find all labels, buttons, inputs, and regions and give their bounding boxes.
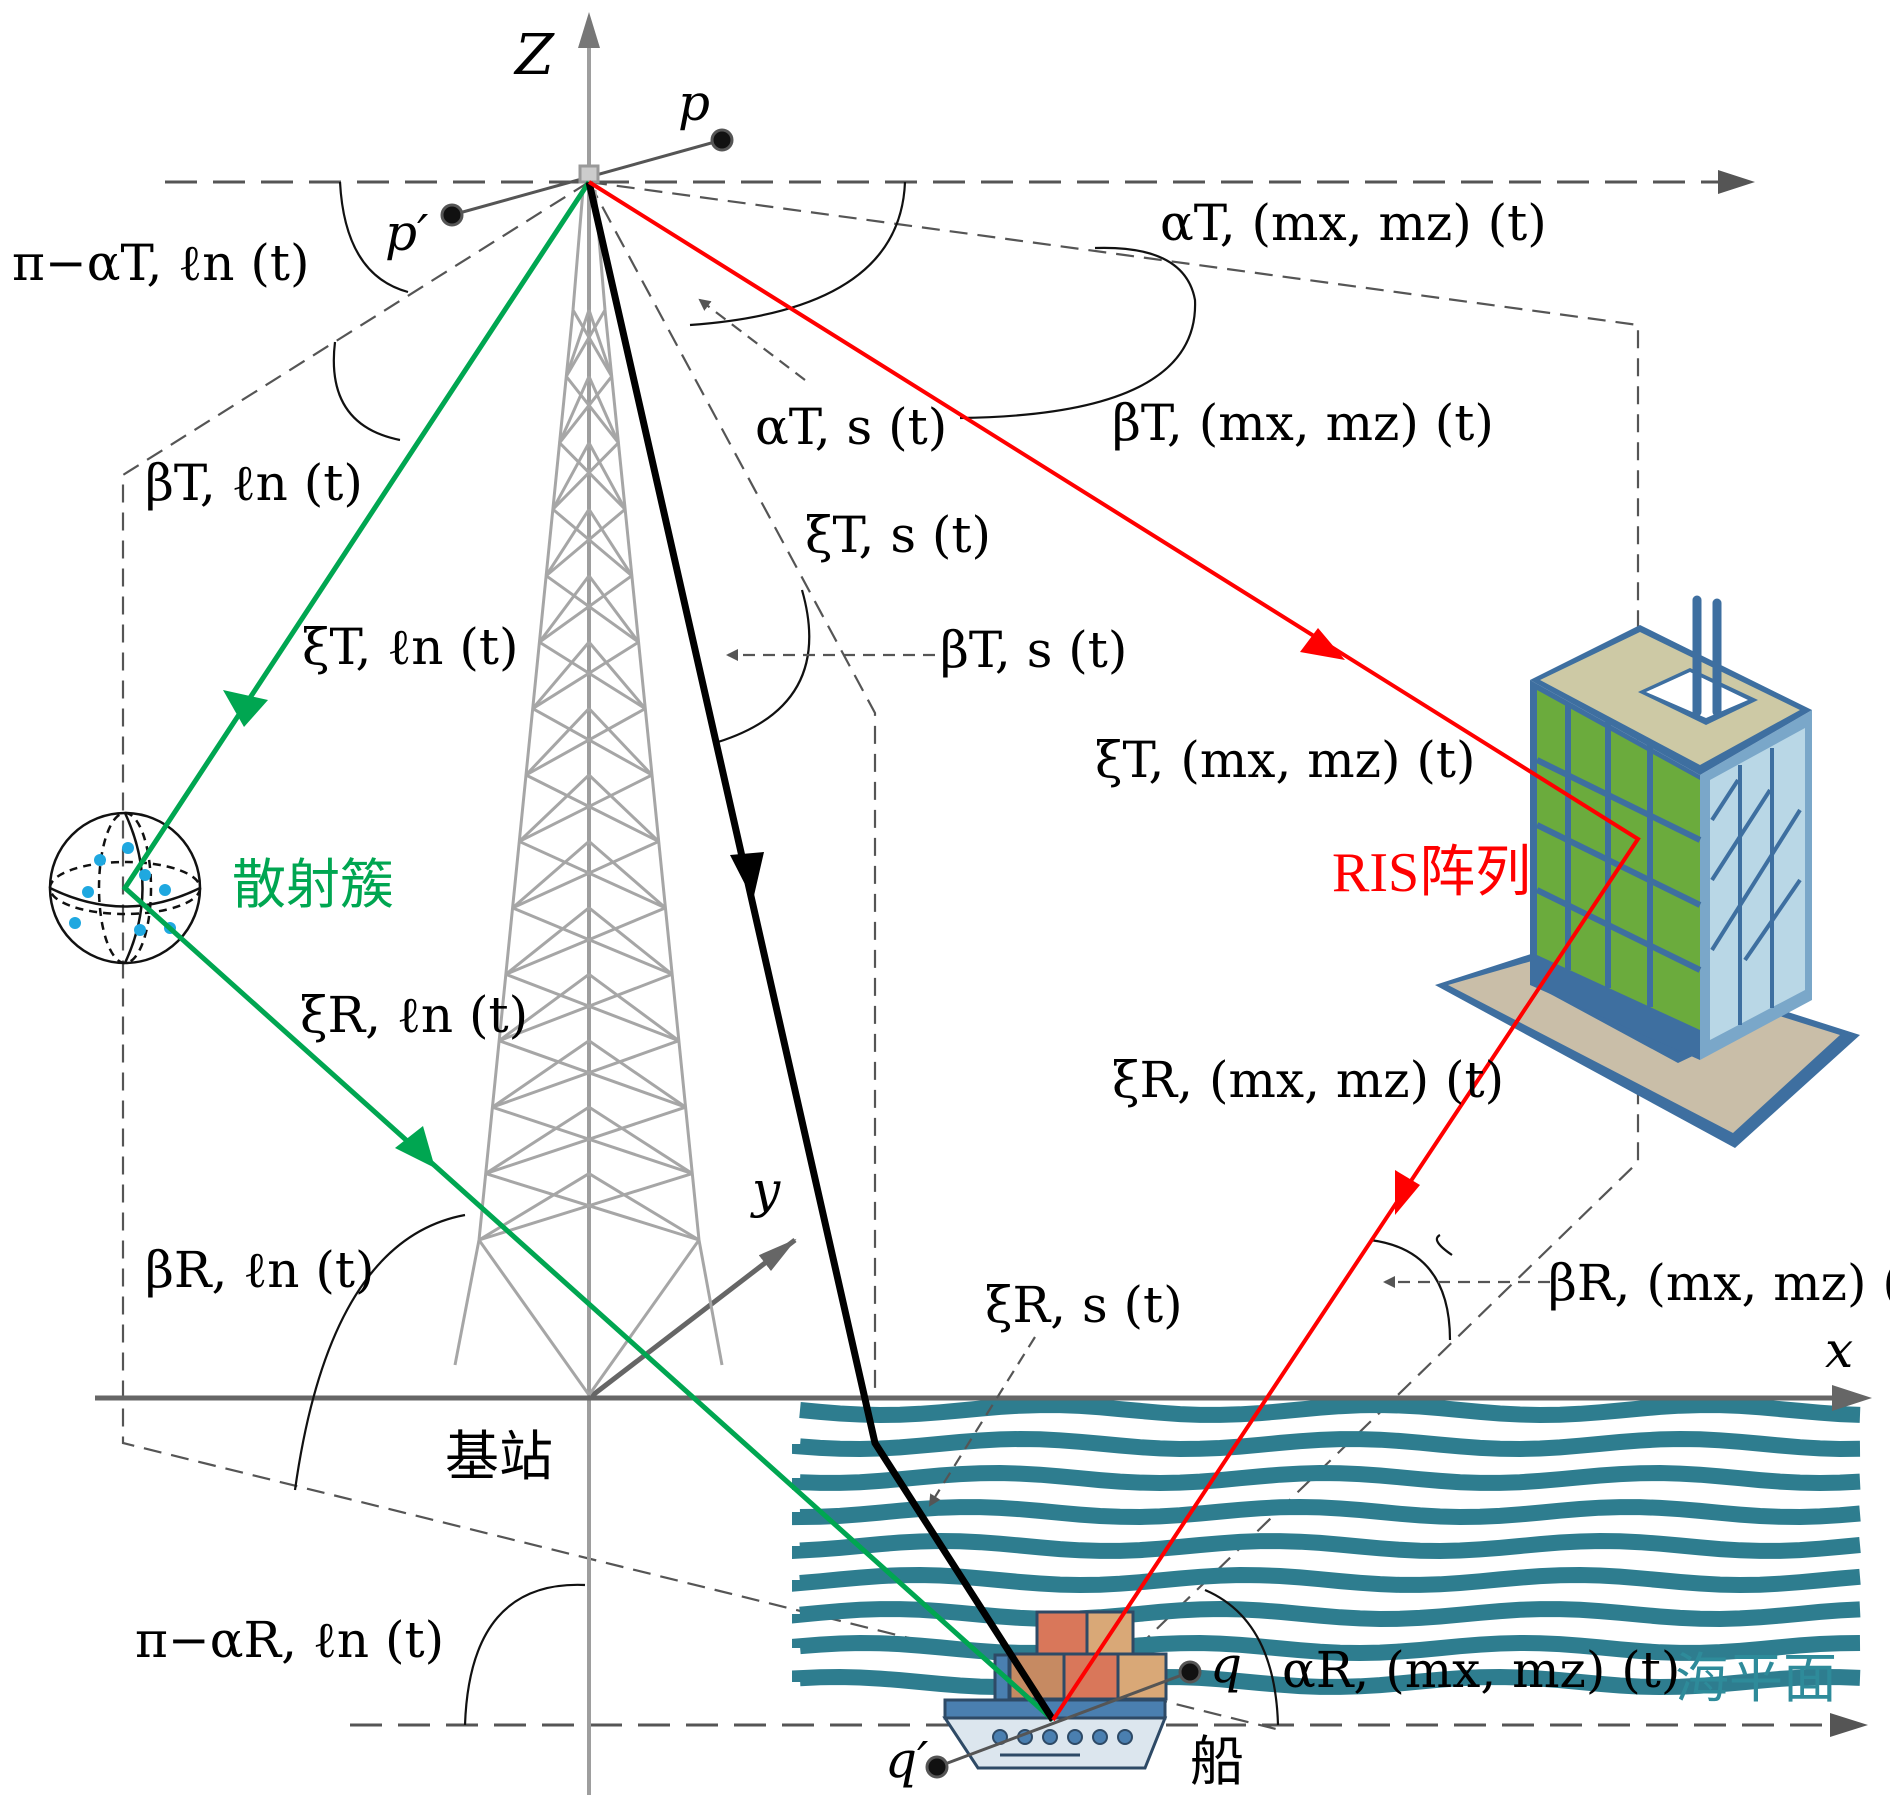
sea-wave bbox=[792, 1634, 1861, 1662]
point-q-prime-label: q′ bbox=[885, 1731, 929, 1789]
scatter-cluster-sphere bbox=[48, 811, 202, 965]
angle-beta-T-l: βT, ℓn (t) bbox=[145, 454, 363, 512]
angle-alpha-T-m: αT, (mx, mz) (t) bbox=[1160, 194, 1547, 252]
base-station-label: 基站 bbox=[445, 1425, 553, 1488]
ship-label: 船 bbox=[1190, 1730, 1244, 1793]
scatter-cluster-label: 散射簇 bbox=[232, 853, 394, 916]
sea-wave bbox=[792, 1600, 1861, 1628]
y-axis-label: y bbox=[752, 1161, 781, 1219]
dashed-reference-lines bbox=[121, 180, 1640, 1732]
sea-surface-label: 海平面 bbox=[1675, 1647, 1837, 1710]
angle-beta-R-m: βR, (mx, mz) (t) bbox=[1548, 1254, 1890, 1312]
sea-wave bbox=[792, 1498, 1861, 1526]
angle-pi-alpha-R-l: π−αR, ℓn (t) bbox=[135, 1611, 445, 1669]
sea-wave bbox=[792, 1430, 1861, 1458]
scatter-path-arrow-2 bbox=[395, 1126, 435, 1168]
sea-wave bbox=[792, 1532, 1861, 1560]
angle-xi-R-m: ξR, (mx, mz) (t) bbox=[1112, 1051, 1505, 1109]
los-path-arrow bbox=[730, 852, 764, 900]
y-axis bbox=[587, 1238, 797, 1400]
angle-xi-T-s: ξT, s (t) bbox=[805, 506, 991, 564]
angle-xi-R-l: ξR, ℓn (t) bbox=[300, 986, 529, 1044]
ris-path-arrow-2 bbox=[1395, 1170, 1420, 1215]
sea-waves bbox=[792, 1396, 1861, 1696]
scatter-path bbox=[121, 180, 1055, 1722]
angle-beta-T-m: βT, (mx, mz) (t) bbox=[1112, 394, 1494, 452]
angle-pi-alpha-T-l: π−αT, ℓn (t) bbox=[12, 234, 310, 292]
angle-arcs bbox=[293, 181, 1453, 1726]
point-p-prime-label: p′ bbox=[385, 204, 429, 262]
ship bbox=[942, 1610, 1168, 1770]
angle-beta-T-s: βT, s (t) bbox=[940, 621, 1128, 679]
rx-antenna bbox=[925, 1660, 1202, 1779]
point-q-label: q bbox=[1210, 1636, 1243, 1694]
scatter-path-arrow-1 bbox=[223, 690, 268, 727]
ris-path-arrow-1 bbox=[1300, 628, 1345, 660]
point-p-label: p bbox=[678, 74, 711, 132]
arrowhead-bottom-dashed bbox=[1830, 1713, 1868, 1737]
angle-alpha-R-m: αR, (mx, mz) (t) bbox=[1282, 1641, 1681, 1699]
z-axis-label: Z bbox=[515, 23, 554, 88]
arrowhead-top-dashed bbox=[1718, 170, 1755, 194]
los-path bbox=[585, 181, 1056, 1722]
angle-alpha-T-s: αT, s (t) bbox=[755, 398, 948, 456]
ris-array-label: RIS阵列 bbox=[1332, 842, 1532, 904]
base-station-tower bbox=[453, 189, 724, 1396]
angle-xi-T-l: ξT, ℓn (t) bbox=[302, 618, 519, 676]
sea-wave bbox=[792, 1668, 1861, 1696]
tx-antenna bbox=[440, 128, 734, 227]
x-axis-arrowhead bbox=[1832, 1385, 1872, 1411]
angle-xi-T-m: ξT, (mx, mz) (t) bbox=[1095, 731, 1476, 789]
angle-pointer-arrows bbox=[698, 298, 1550, 1507]
z-axis-arrowhead bbox=[578, 12, 600, 48]
sea-wave bbox=[792, 1464, 1861, 1492]
angle-xi-R-s: ξR, s (t) bbox=[985, 1276, 1183, 1334]
sea-wave bbox=[799, 1396, 1861, 1424]
ris-path bbox=[587, 180, 1641, 1722]
x-axis-label: x bbox=[1825, 1321, 1854, 1379]
angle-beta-R-l: βR, ℓn (t) bbox=[145, 1241, 375, 1299]
